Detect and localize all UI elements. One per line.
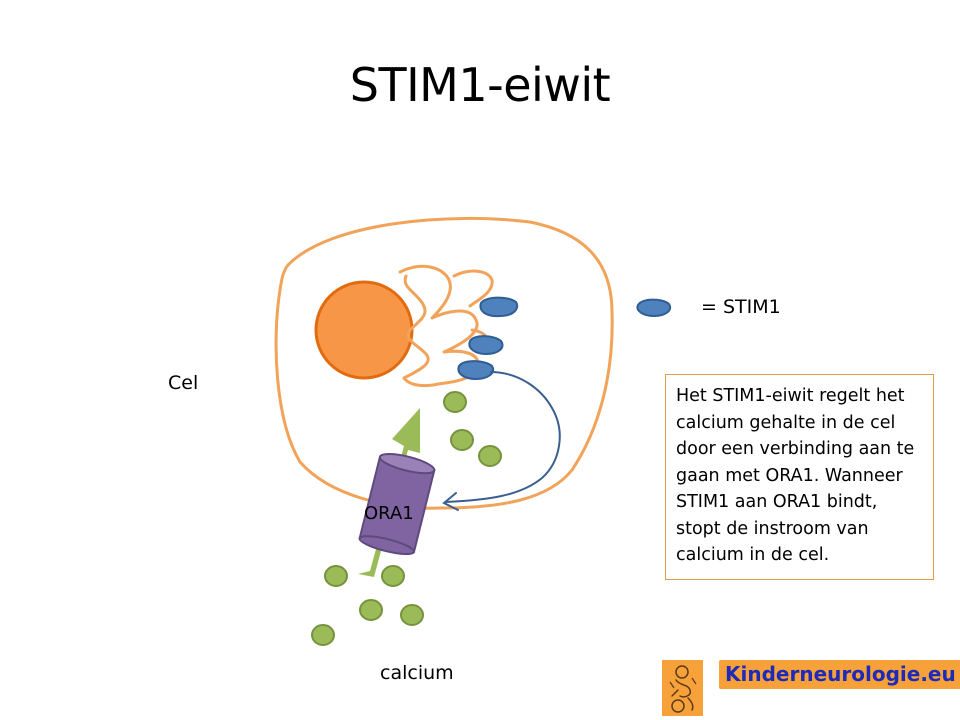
stim1-protein [479,296,519,318]
stim1-legend-icon [636,298,672,318]
calcium-ion [381,565,405,587]
logo-icon [662,660,703,716]
nucleus [314,280,414,380]
calcium-ion [443,391,467,413]
cell-label: Cel [168,372,199,394]
stim1-protein [457,360,494,381]
calcium-ion [359,599,383,621]
stim1-legend-label: = STIM1 [701,296,781,318]
signal-arrowhead [442,492,459,511]
endoplasmic-reticulum [398,264,494,388]
calcium-ion [478,445,502,467]
ora1-label: ORA1 [364,503,414,524]
calcium-label: calcium [380,662,454,684]
calcium-ion [450,429,474,451]
calcium-influx-arrow [358,408,420,577]
cell-membrane [274,216,614,510]
page-title: STIM1-eiwit [349,58,611,112]
calcium-ion [324,565,348,587]
ora1-channel [358,453,436,556]
calcium-ion [311,624,335,646]
calcium-ion [400,604,424,626]
stim1-protein [468,335,504,356]
info-box: Het STIM1-eiwit regelt het calcium gehal… [665,374,934,580]
stim1-signal-line [445,371,561,503]
brand-link[interactable]: Kinderneurologie.eu [719,660,960,689]
